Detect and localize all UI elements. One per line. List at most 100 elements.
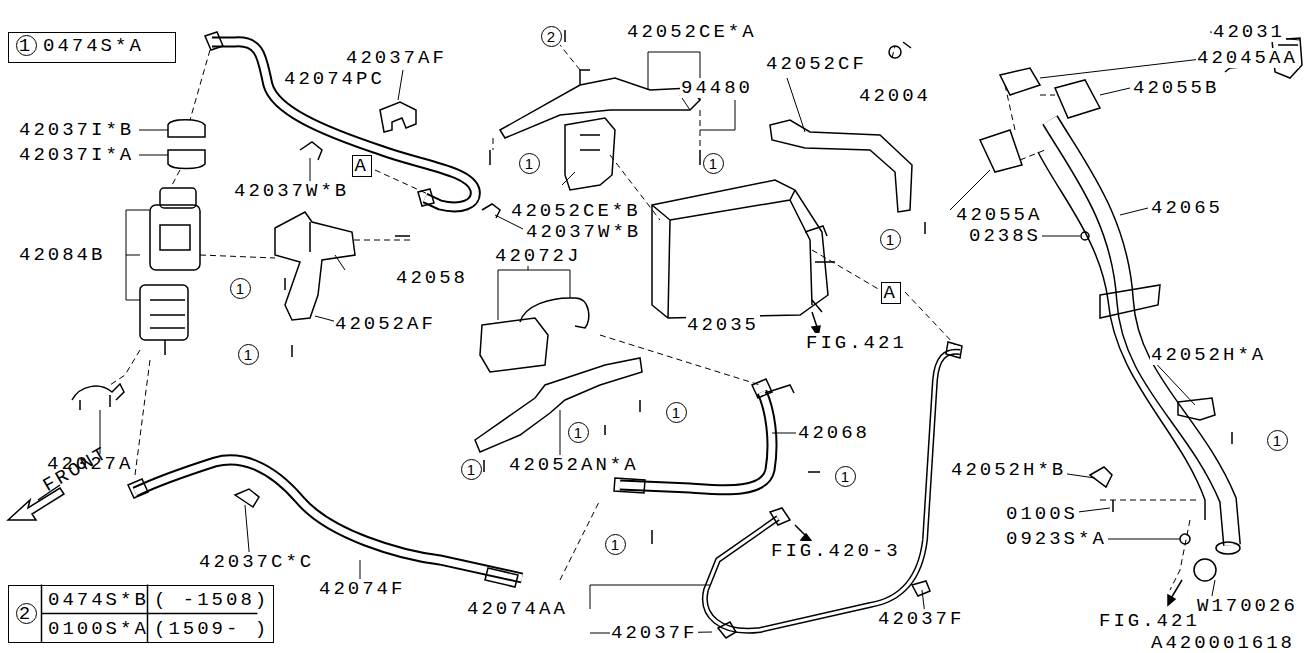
pipe-inner [1050,120,1232,545]
part-label: 42031 [1212,22,1286,42]
tube [705,352,960,631]
callout-number: 1 [1267,430,1288,451]
reference-box: A [881,282,901,304]
clip-42037C [235,489,259,507]
part-label: 42055B [1132,78,1220,98]
bracket-42052CF [770,120,912,212]
callout-number: 1 [880,229,901,250]
tube-42074AA [705,342,962,638]
cell-text: 0100S*A [48,619,149,639]
part-label: 42045AA [1196,48,1299,68]
clip-42037W [300,142,500,218]
callout-number: 1 [568,422,589,443]
part-label: 42037W*B [233,181,350,201]
part-label: FIG.421 [1098,611,1201,631]
callout-number: 2 [16,603,37,624]
part-label: 42052CE*A [626,22,758,42]
part-label: 42052H*A [1150,345,1267,365]
cell-text: (1509- ) [154,619,269,639]
filler-pipe-42065 [1038,80,1240,554]
part-label: 42004 [858,86,932,106]
part-label: 42072J [494,246,582,266]
pipe [1050,120,1232,545]
part-label: 42052CF [765,54,868,74]
valve-detail [150,225,190,355]
part-label: 42052CE*B [510,201,642,221]
part-label: 42074AA [466,599,569,619]
part-label: 42052H*B [950,460,1067,480]
callout-number: 1 [238,344,259,365]
hose [620,392,772,490]
leader-lines [100,32,1300,633]
hose-42068 [614,379,794,493]
pipe-bracket [1100,285,1160,318]
canister-edge [652,190,812,318]
part-label: 42065 [1150,198,1224,218]
part-label: 42037C*C [198,552,315,572]
canister-42035 [652,180,835,318]
reference-box: A [352,155,372,177]
part-label: 42037I*A [18,145,135,165]
callout-number: 1 [666,402,687,423]
callout-number: 1 [461,459,482,480]
part-label: 42037F [610,623,698,643]
bracket-42052CEB [565,118,615,190]
canister-body [652,180,828,318]
part-label: 42037AF [345,48,448,68]
part-label: FIG.421 [805,333,908,353]
canister-pipe [520,298,589,328]
part-label: A420001618 [1150,633,1296,653]
seal-42045AA [1000,68,1040,95]
bracket-42052AF [275,212,355,320]
cell-text: A [884,283,898,303]
bolts [285,30,1232,544]
part-label: W170026 [1196,596,1299,616]
part-label: 42074F [318,579,406,599]
pipe-end [1216,542,1240,554]
part-label: 42035 [686,315,760,335]
canister-body [480,318,548,372]
clip-ring [168,120,205,169]
hose [212,42,475,207]
callout-number: 1 [703,153,724,174]
canister-port [805,226,835,312]
bracket-42052H [1090,398,1215,487]
bracket-42052AN [475,358,642,452]
callout-number: 1 [230,278,251,299]
part-label: FIG.420-3 [770,541,902,561]
legend-table: 10474S*A [8,32,176,63]
bracket-42052CE [500,70,700,138]
canister-42072J [480,298,589,372]
clip-42027A [72,384,124,410]
callout-number: 1 [605,534,626,555]
part-label: 42037W*B [525,222,642,242]
clamp-W170026 [1194,559,1216,581]
hose-inner [620,392,772,490]
part-label: 42037I*B [18,120,135,140]
drawing [8,30,1302,638]
washer-0238S [1081,232,1089,240]
callout-number: 1 [16,35,37,56]
cell-text: A [355,156,369,176]
part-label: 42055A [955,205,1043,225]
clip-42037AF [380,102,416,132]
bracket-tab [765,385,794,393]
hose-42074F [128,460,522,587]
hose-42074PC [205,32,475,207]
part-label: 42068 [797,423,871,443]
valve-top [160,188,196,208]
callout-number: 1 [519,153,540,174]
arrow-heads [801,326,1175,605]
part-label: 42084B [18,245,106,265]
tube-end [770,342,962,525]
dashed-lines [110,45,1200,590]
pipe-neck [1055,80,1100,118]
tube-inner [705,352,960,631]
part-label: 0238S [968,226,1042,246]
part-label: 42074PC [283,69,386,89]
part-label: 0100S [1005,504,1079,524]
part-label: 94480 [680,78,754,98]
callout-number: 2 [541,26,562,47]
